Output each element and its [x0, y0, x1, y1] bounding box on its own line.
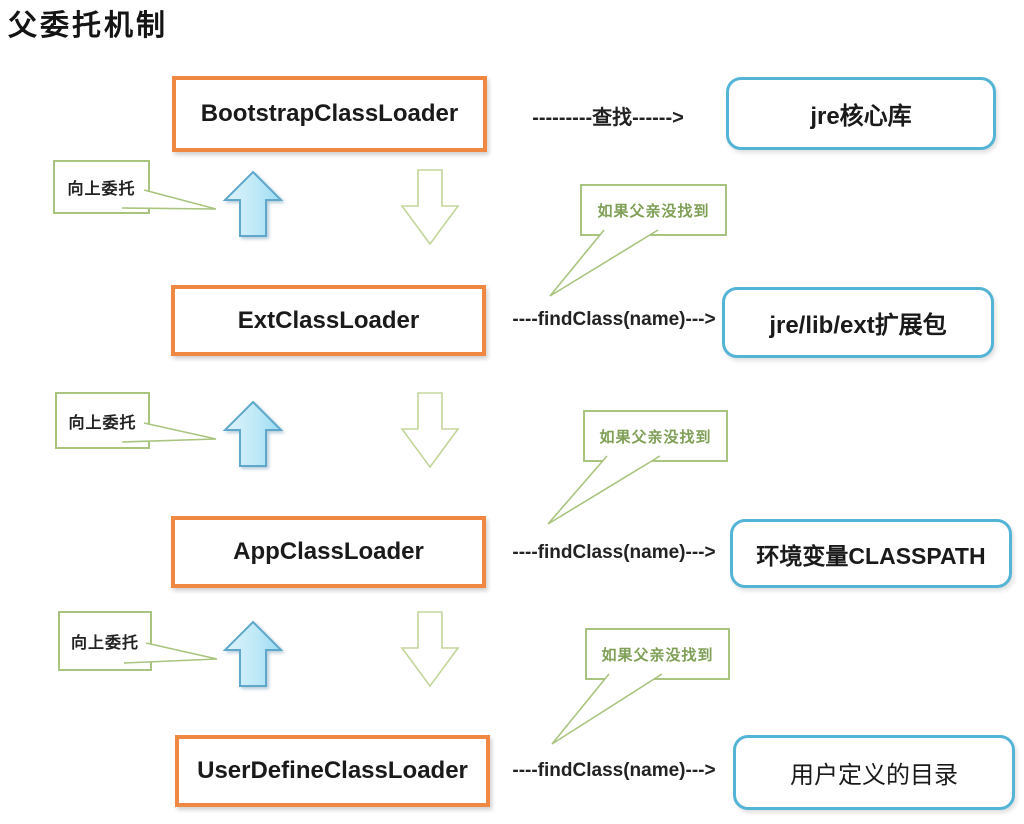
loader-label: AppClassLoader: [233, 538, 424, 565]
up-arrow-icon: [222, 170, 284, 237]
up-arrow-icon: [222, 400, 284, 467]
loader-box-ext: ExtClassLoader: [171, 285, 486, 356]
callout-label: 如果父亲没找到: [599, 428, 712, 446]
up-arrow-icon: [222, 620, 284, 687]
callout-label: 向上委托: [67, 181, 136, 198]
callout-parent-not-found-1: 如果父亲没找到: [580, 184, 727, 236]
callout-tail: [551, 673, 663, 745]
target-box-user-dir: 用户定义的目录: [733, 735, 1015, 810]
callout-label: 向上委托: [70, 635, 139, 652]
target-label: 用户定义的目录: [790, 762, 958, 789]
target-label: jre核心库: [810, 103, 912, 130]
callout-label: 如果父亲没找到: [597, 202, 710, 220]
callout-tail: [549, 229, 659, 297]
target-label: 环境变量CLASSPATH: [756, 542, 986, 569]
callout-tail: [547, 455, 661, 525]
callout-up-delegate-2: 向上委托: [55, 392, 150, 449]
loader-label: UserDefineClassLoader: [197, 757, 468, 784]
down-arrow-icon: [400, 169, 460, 246]
callout-up-delegate-3: 向上委托: [58, 611, 152, 671]
callout-up-delegate-1: 向上委托: [53, 160, 150, 214]
target-box-jre-core: jre核心库: [726, 77, 996, 150]
callout-parent-not-found-3: 如果父亲没找到: [585, 628, 730, 680]
findclass-arrow-label: ----findClass(name)--->: [512, 760, 716, 781]
down-arrow-icon: [400, 392, 460, 469]
loader-label: BootstrapClassLoader: [200, 100, 459, 127]
target-box-classpath: 环境变量CLASSPATH: [730, 519, 1012, 588]
loader-box-userdefine: UserDefineClassLoader: [175, 735, 490, 807]
target-box-jre-lib-ext: jre/lib/ext扩展包: [722, 287, 994, 358]
down-arrow-icon: [400, 611, 460, 688]
callout-label: 如果父亲没找到: [601, 646, 714, 664]
loader-label: ExtClassLoader: [237, 306, 420, 334]
loader-box-app: AppClassLoader: [171, 516, 486, 588]
target-label: jre/lib/ext扩展包: [769, 312, 947, 339]
callout-label: 向上委托: [68, 414, 137, 432]
loader-box-bootstrap: BootstrapClassLoader: [172, 76, 487, 152]
page-title: 父委托机制: [8, 10, 169, 42]
findclass-arrow-label: ----findClass(name)--->: [512, 542, 716, 563]
findclass-arrow-label: ----findClass(name)--->: [512, 309, 716, 330]
callout-parent-not-found-2: 如果父亲没找到: [583, 410, 728, 462]
lookup-arrow-label: ---------查找------>: [532, 106, 684, 129]
